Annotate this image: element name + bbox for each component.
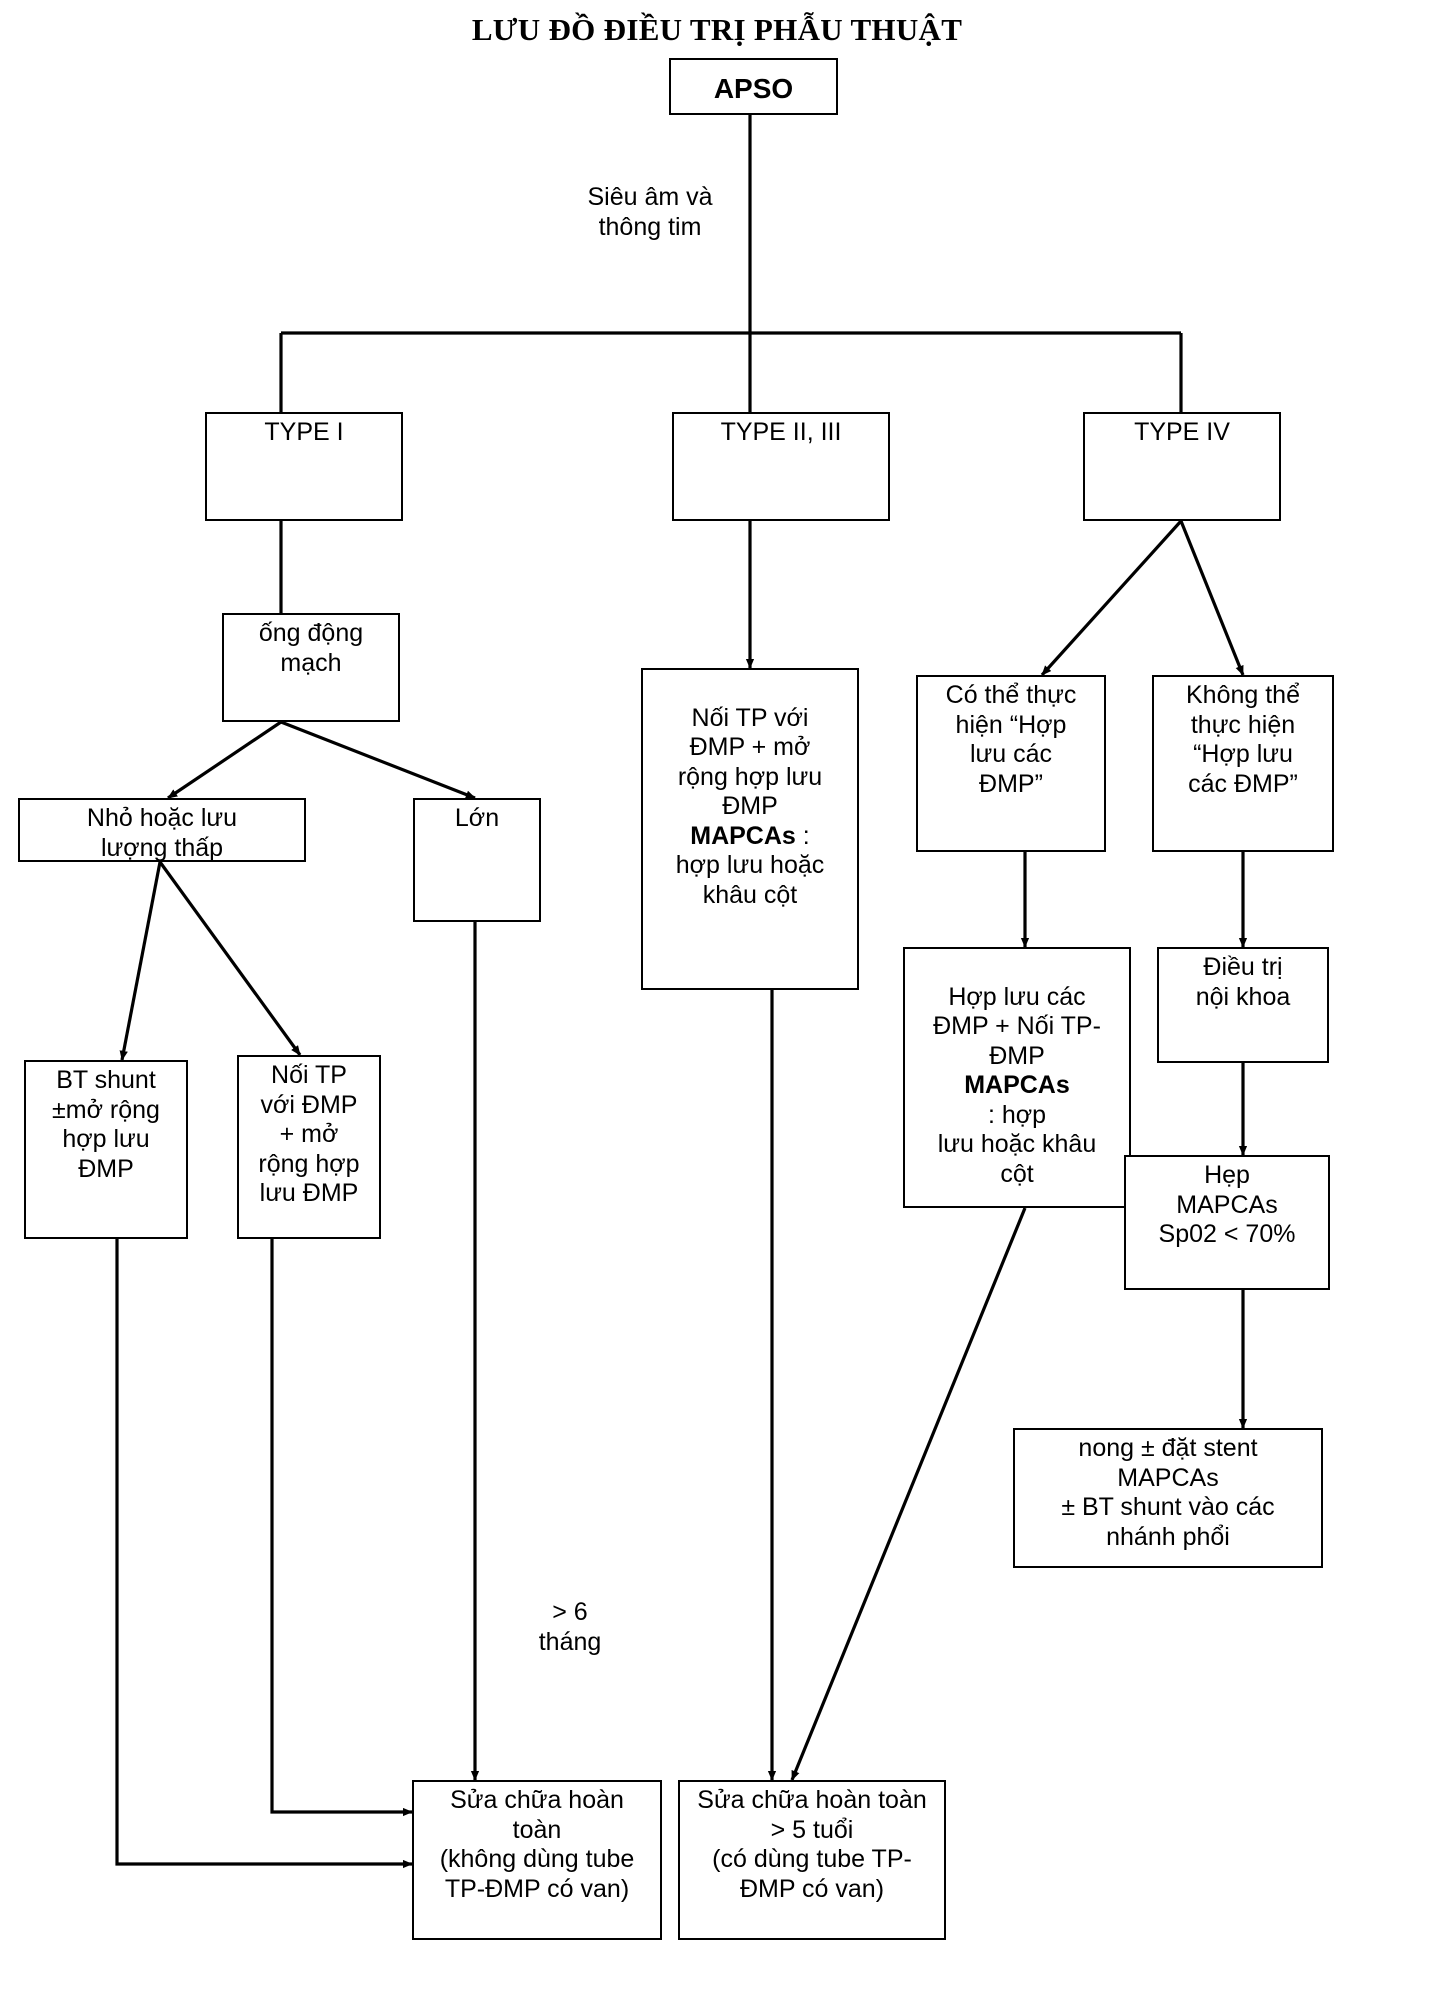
node-khong-the-thuc-hien[interactable]: Không thể thực hiện “Hợp lưu các ĐMP” <box>1152 675 1334 852</box>
node-lon[interactable]: Lớn <box>413 798 541 922</box>
node-noi-tp-dmp-mid-line-c: hợp lưu hoặc khâu cột <box>675 851 825 909</box>
node-noi-tp-dmp-mid-colon: : <box>795 821 810 850</box>
edge-label-6-thang: > 6 tháng <box>538 1598 602 1656</box>
node-hep-mapcas[interactable]: Hẹp MAPCAs Sp02 < 70% <box>1124 1155 1330 1290</box>
node-ong-dong-mach[interactable]: ống động mạch <box>222 613 400 722</box>
node-nong-dat-stent-mapcas[interactable]: nong ± đặt stent MAPCAs ± BT shunt vào c… <box>1013 1428 1323 1568</box>
node-bt-shunt[interactable]: BT shunt ±mở rộng hợp lưu ĐMP <box>24 1060 188 1239</box>
node-noi-tp-dmp-mid-line-a: Nối TP với ĐMP + mở rộng hợp lưu ĐMP <box>677 703 823 821</box>
node-type-2-3[interactable]: TYPE II, III <box>672 412 890 521</box>
node-noi-tp-dmp-mid-mapcas: MAPCAs <box>690 821 796 850</box>
edge-label-sieu-am-thong-tim: Siêu âm và thông tim <box>587 183 713 241</box>
node-apso[interactable]: APSO <box>669 58 838 115</box>
node-hop-luu-line-b: : hợp lưu hoặc khâu cột <box>937 1100 1097 1188</box>
page-title: LƯU ĐỒ ĐIỀU TRỊ PHẪU THUẬT <box>471 12 963 47</box>
node-hop-luu-line-a: Hợp lưu các ĐMP + Nối TP- ĐMP <box>933 982 1101 1070</box>
node-type-1[interactable]: TYPE I <box>205 412 403 521</box>
node-co-the-thuc-hien[interactable]: Có thể thực hiện “Hợp lưu các ĐMP” <box>916 675 1106 852</box>
node-dieu-tri-noi-khoa[interactable]: Điều trị nội khoa <box>1157 947 1329 1063</box>
node-nho-hoac-luu-luong-thap[interactable]: Nhỏ hoặc lưu lượng thấp <box>18 798 306 862</box>
node-sua-chua-hoan-toan-left[interactable]: Sửa chữa hoàn toàn (không dùng tube TP-Đ… <box>412 1780 662 1940</box>
node-sua-chua-hoan-toan-right[interactable]: Sửa chữa hoàn toàn > 5 tuổi (có dùng tub… <box>678 1780 946 1940</box>
node-type-4[interactable]: TYPE IV <box>1083 412 1281 521</box>
node-noi-tp-voi-dmp-left[interactable]: Nối TP với ĐMP + mở rộng hợp lưu ĐMP <box>237 1055 381 1239</box>
node-hop-luu-mapcas: MAPCAs <box>964 1071 1070 1099</box>
